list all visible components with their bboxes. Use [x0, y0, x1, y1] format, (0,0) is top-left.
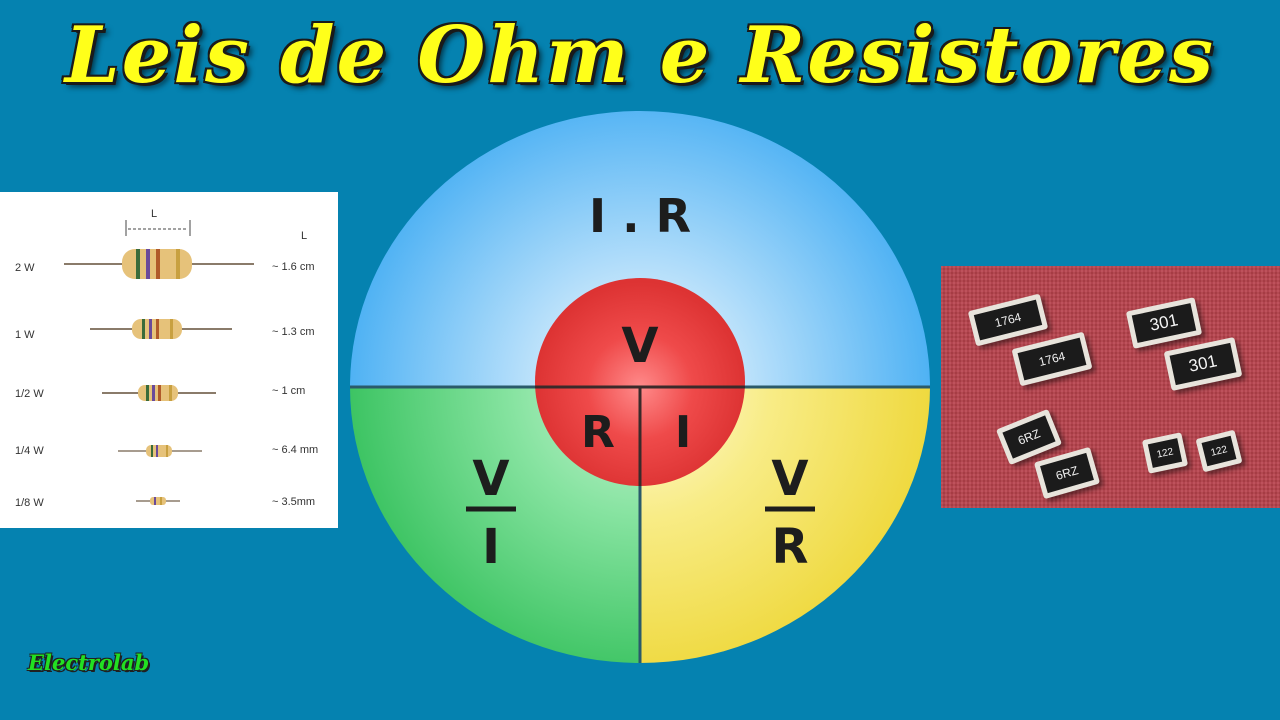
smd-resistor-photo: 1764 1764 301 301 6RZ 6RZ 122 122	[941, 266, 1280, 508]
smd-resistor: 1764	[1011, 331, 1093, 387]
power-half-w: 1/2 W	[15, 388, 44, 400]
resistor-half-w	[102, 385, 216, 401]
top-sector	[350, 111, 930, 387]
smd-resistor: 122	[1195, 429, 1243, 473]
center-voltage: V	[621, 318, 658, 374]
resistor-drawings	[64, 220, 254, 505]
center-current: I	[675, 407, 691, 458]
resistor-eighth-w	[136, 497, 180, 505]
left-denominator: I	[482, 519, 500, 575]
watermark: Electrolab	[28, 650, 150, 675]
resistor-quarter-w	[118, 445, 202, 457]
smd-resistor: 301	[1163, 336, 1243, 392]
length-eighth-w: ~ 3.5mm	[272, 496, 316, 508]
smd-resistor: 6RZ	[1033, 446, 1101, 500]
length-half-w: ~ 1 cm	[272, 385, 306, 397]
length-quarter-w: ~ 6.4 mm	[272, 444, 319, 456]
power-2w: 2 W	[15, 262, 35, 274]
length-column-header: L	[301, 230, 308, 242]
smd-resistor: 1764	[967, 293, 1049, 347]
dimension-label: L	[151, 208, 158, 220]
smd-resistor: 122	[1141, 432, 1189, 474]
power-1w: 1 W	[15, 329, 35, 341]
right-denominator: R	[772, 519, 809, 575]
smd-resistor: 301	[1125, 297, 1203, 349]
center-resistance: R	[581, 407, 615, 458]
resistor-size-chart: L L 2 W ~ 1.6 cm 1 W ~ 1.3 cm 1/2 W ~ 1 …	[0, 192, 338, 528]
power-quarter-w: 1/4 W	[15, 445, 44, 457]
length-2w: ~ 1.6 cm	[272, 261, 315, 273]
power-eighth-w: 1/8 W	[15, 497, 44, 509]
resistor-2w	[64, 249, 254, 279]
top-formula: I . R	[589, 189, 691, 243]
center-circle	[535, 278, 745, 486]
left-numerator: V	[472, 451, 509, 507]
resistor-1w	[90, 319, 232, 339]
right-numerator: V	[771, 451, 808, 507]
page-title: Leis de Ohm e Resistores	[64, 10, 1216, 101]
length-1w: ~ 1.3 cm	[272, 326, 315, 338]
